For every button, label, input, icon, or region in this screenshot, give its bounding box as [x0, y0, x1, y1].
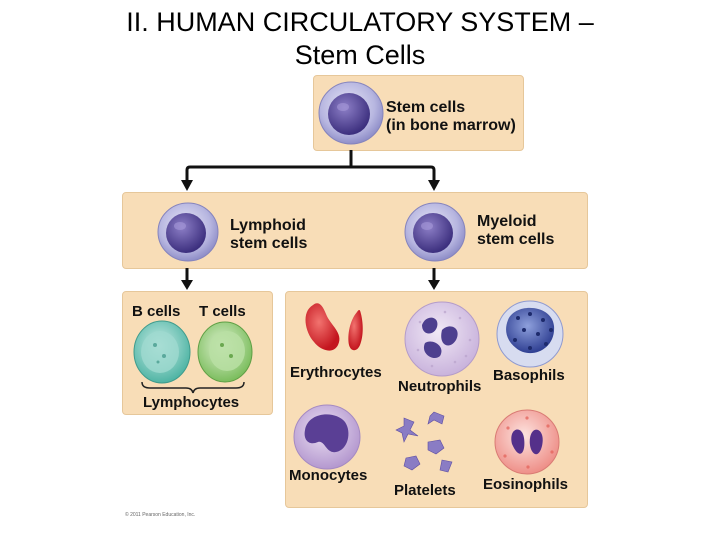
neutrophil-illustration [404, 301, 480, 377]
lymphoid-label-line-2: stem cells [230, 235, 308, 252]
arrow-to-myeloid-cells [428, 280, 440, 290]
myeloid-label-line-2: stem cells [477, 231, 555, 248]
monocytes-label: Monocytes [289, 467, 368, 484]
t-cell-illustration [197, 321, 253, 383]
lymphocytes-brace [141, 381, 245, 394]
platelets-illustration [395, 411, 453, 473]
page-title: II. HUMAN CIRCULATORY SYSTEM – Stem Cell… [0, 6, 720, 72]
stem-cells-label: Stem cells (in bone marrow) [386, 99, 516, 135]
basophil-illustration [496, 300, 564, 368]
myeloid-stem-cell-illustration [404, 202, 466, 262]
basophils-label: Basophils [493, 367, 565, 384]
erythrocytes-label: Erythrocytes [290, 364, 382, 381]
arrow-to-lymphoid [181, 180, 193, 191]
t-cells-label: T cells [199, 303, 246, 320]
title-line-1: II. HUMAN CIRCULATORY SYSTEM – [126, 7, 594, 37]
eosinophil-illustration [494, 409, 560, 475]
connector-lines [185, 150, 436, 281]
erythrocytes-illustration [305, 303, 363, 351]
arrow-to-lymphocytes [181, 280, 193, 290]
myeloid-stem-cells-label: Myeloid stem cells [477, 213, 554, 249]
monocyte-illustration [293, 404, 361, 470]
stem-cell-illustration [318, 81, 384, 145]
lymphoid-label-line-1: Lymphoid [230, 217, 306, 234]
eosinophils-label: Eosinophils [483, 476, 569, 493]
neutrophils-label: Neutrophils [398, 378, 482, 395]
arrow-to-myeloid [428, 180, 440, 191]
stem-cells-label-line-2: (in bone marrow) [386, 117, 516, 134]
platelets-label: Platelets [394, 482, 456, 499]
lymphocytes-label: Lymphocytes [143, 394, 240, 411]
b-cells-label: B cells [132, 303, 181, 320]
copyright-notice: © 2011 Pearson Education, Inc. [125, 512, 196, 518]
title-line-2: Stem Cells [294, 40, 426, 70]
stem-cells-label-line-1: Stem cells [386, 99, 466, 116]
myeloid-label-line-1: Myeloid [477, 213, 537, 230]
b-cell-illustration [133, 320, 191, 384]
lymphoid-stem-cells-label: Lymphoid stem cells [230, 217, 307, 253]
lymphoid-stem-cell-illustration [157, 202, 219, 262]
arrow-heads [181, 180, 440, 290]
